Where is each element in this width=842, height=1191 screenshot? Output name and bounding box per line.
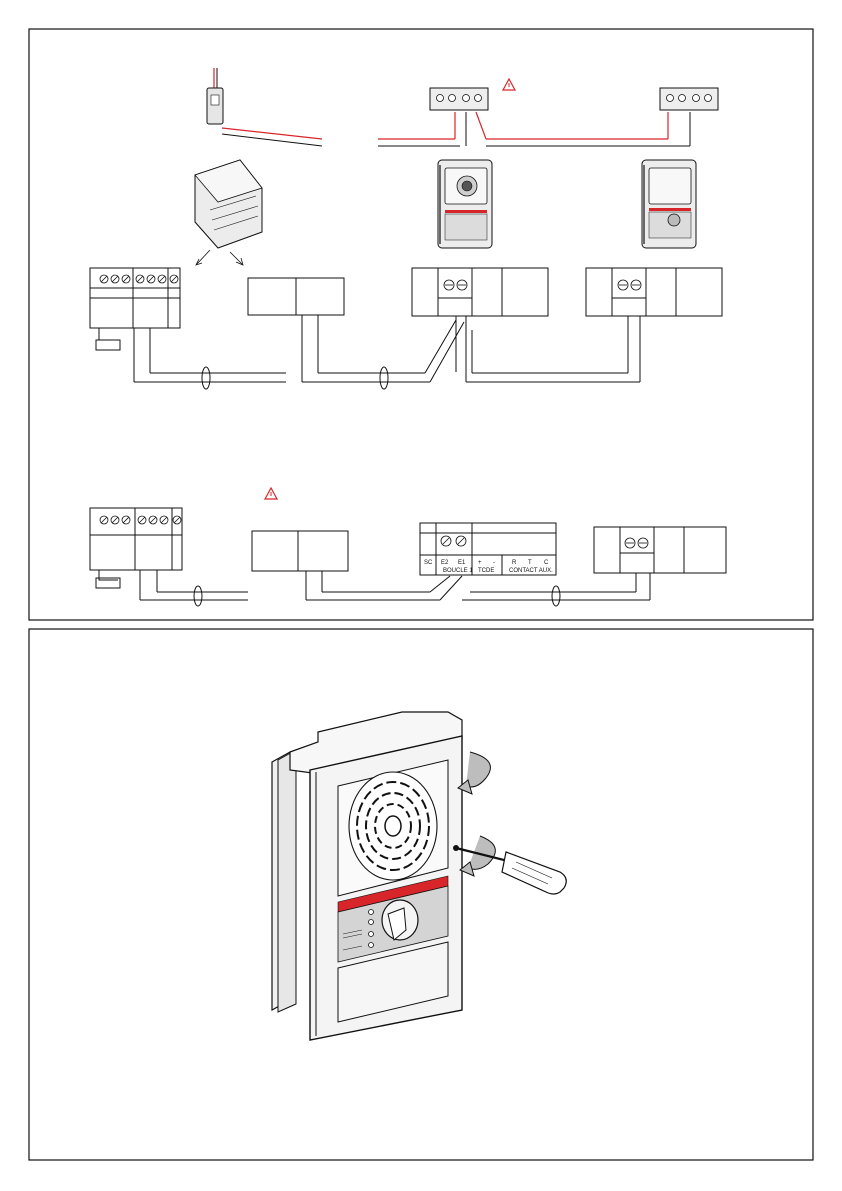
- terminal-strip-middle: [430, 88, 488, 110]
- terminal-label-e1: E1: [458, 560, 466, 566]
- terminal-screws-top: [100, 275, 641, 290]
- terminal-label-c: C: [544, 560, 549, 566]
- terminal-strip-right: [660, 88, 718, 110]
- terminal-block-labels: SC E2 E1 + - R T C BOUCLE 1 TCDE CONTACT…: [424, 560, 553, 574]
- power-supply-device: [195, 68, 322, 265]
- terminal-label-minus: -: [493, 560, 495, 566]
- terminal-label-r: R: [512, 560, 517, 566]
- door-station-camera: [438, 160, 492, 248]
- schematic-top: [90, 268, 722, 389]
- terminal-group-boucle: BOUCLE 1: [443, 568, 473, 574]
- terminal-label-sc: SC: [424, 560, 433, 566]
- terminal-group-tcde: TCDE: [478, 568, 494, 574]
- rotate-arrow-icon: [458, 752, 490, 794]
- warning-icon-mid: [265, 488, 277, 499]
- terminal-label-plus: +: [478, 560, 482, 566]
- terminal-group-contact: CONTACT AUX.: [509, 568, 553, 574]
- schematic-bottom: [90, 508, 726, 606]
- bus-wiring-top: [378, 112, 690, 146]
- door-station-audio: [642, 160, 696, 248]
- terminal-label-e2: E2: [441, 560, 449, 566]
- top-figure-frame: [29, 29, 813, 620]
- warning-icon-top: [503, 79, 515, 90]
- terminal-label-t: T: [528, 560, 532, 566]
- door-station-closeup: [272, 712, 462, 1040]
